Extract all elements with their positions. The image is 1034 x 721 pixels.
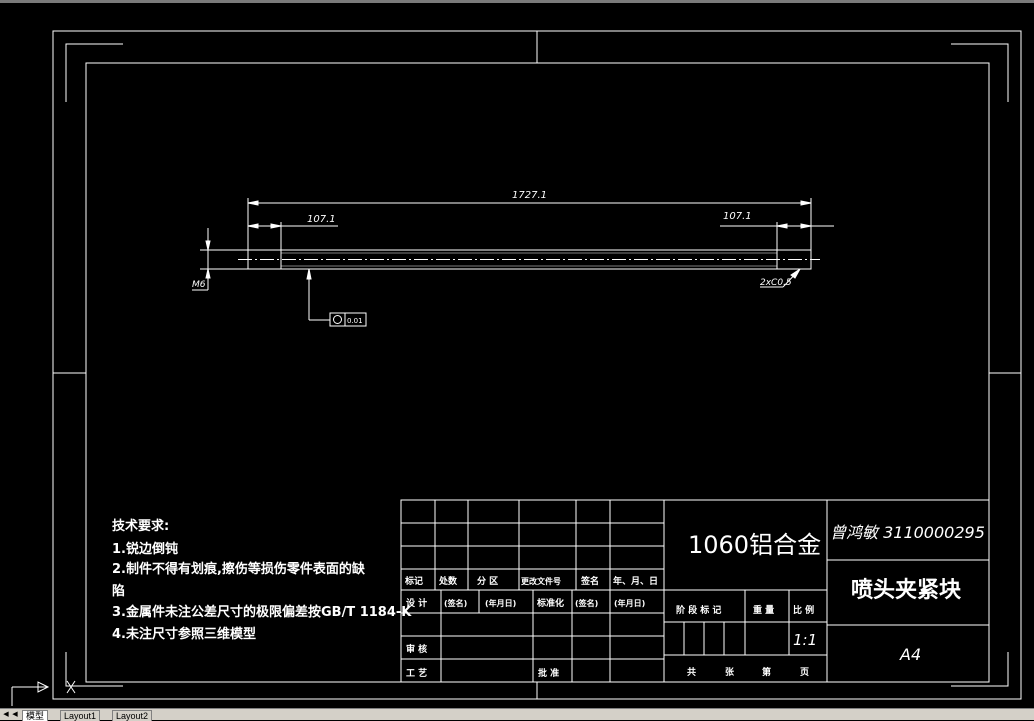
sign-design: 设 计 bbox=[406, 597, 427, 609]
right-segment-label: 107.1 bbox=[723, 211, 752, 222]
corner-marks bbox=[65, 43, 1009, 687]
tab-model[interactable]: 模型 bbox=[22, 710, 49, 721]
notes-heading: 技术要求: bbox=[112, 519, 170, 534]
weight-header: 重 量 bbox=[753, 604, 774, 616]
tab-layout1[interactable]: Layout1 bbox=[60, 710, 101, 721]
rev-header-mark: 标记 bbox=[404, 575, 423, 587]
thread-label: M6 bbox=[192, 280, 206, 290]
sheet-number: 第 bbox=[762, 666, 771, 678]
tolerance-value: 0.01 bbox=[347, 317, 363, 325]
overall-length-label: 1727.1 bbox=[512, 190, 547, 201]
sign-standard-name: (签名) bbox=[575, 598, 598, 608]
note-item-2: 2.制件不得有划痕,擦伤等损伤零件表面的缺 bbox=[112, 562, 365, 577]
dimensions bbox=[192, 198, 834, 321]
approve-label: 批 准 bbox=[538, 667, 559, 679]
rev-header-doc: 更改文件号 bbox=[521, 576, 561, 586]
note-item-1: 1.锐边倒钝 bbox=[112, 542, 178, 557]
viewport-top-edge bbox=[0, 0, 1034, 3]
rev-header-zone: 分 区 bbox=[477, 575, 498, 587]
title-block-text: 标记 处数 分 区 更改文件号 签名 年、月、日 设 计 (签名) (年月日) … bbox=[404, 523, 985, 679]
rev-header-count: 处数 bbox=[438, 575, 458, 587]
process-label: 工 艺 bbox=[406, 667, 427, 679]
sheet-unit-1: 张 bbox=[725, 666, 735, 678]
dimension-labels: 1727.1 107.1 107.1 M6 2xC0.5 bbox=[192, 190, 792, 290]
sign-standard: 标准化 bbox=[536, 597, 564, 609]
sheet-total: 共 bbox=[687, 666, 696, 678]
layout-tab-bar: ◀ ◀ 模型 Layout1 Layout2 bbox=[0, 708, 1034, 721]
rev-header-sign: 签名 bbox=[580, 575, 599, 587]
sheet-unit-2: 页 bbox=[800, 667, 809, 678]
chamfer-label: 2xC0.5 bbox=[760, 278, 792, 288]
rod-part bbox=[238, 249, 820, 270]
roundness-tolerance-frame: 0.01 bbox=[329, 312, 367, 327]
left-segment-label: 107.1 bbox=[307, 214, 336, 225]
title-block-grid bbox=[400, 499, 990, 683]
note-item-3: 3.金属件未注公差尺寸的极限偏差按GB/T 1184-K bbox=[112, 605, 412, 620]
sign-standard-date: (年月日) bbox=[614, 598, 645, 608]
first-tab-icon[interactable]: ◀ bbox=[3, 710, 9, 718]
tab-layout2[interactable]: Layout2 bbox=[112, 710, 153, 721]
part-name: 喷头夹紧块 bbox=[851, 578, 962, 603]
sign-design-name: (签名) bbox=[444, 598, 467, 608]
ucs-axis-icon bbox=[11, 680, 76, 706]
note-item-4: 4.未注尺寸参照三维模型 bbox=[112, 627, 256, 642]
sheet-size: A4 bbox=[899, 645, 921, 664]
roundness-symbol-icon bbox=[333, 315, 342, 324]
scale-value: 1:1 bbox=[793, 631, 817, 649]
review-label: 审 核 bbox=[406, 643, 427, 655]
note-item-2-cont: 陷 bbox=[112, 584, 126, 599]
centering-marks bbox=[53, 31, 1021, 699]
scale-header: 比 例 bbox=[793, 604, 814, 616]
prev-tab-icon[interactable]: ◀ bbox=[12, 710, 18, 718]
material-label: 1060铝合金 bbox=[688, 531, 821, 559]
stage-header: 阶 段 标 记 bbox=[676, 604, 721, 616]
sign-design-date: (年月日) bbox=[485, 598, 516, 608]
rev-header-date: 年、月、日 bbox=[613, 575, 658, 587]
author-id: 曾鸿敏 3110000295 bbox=[830, 523, 985, 542]
